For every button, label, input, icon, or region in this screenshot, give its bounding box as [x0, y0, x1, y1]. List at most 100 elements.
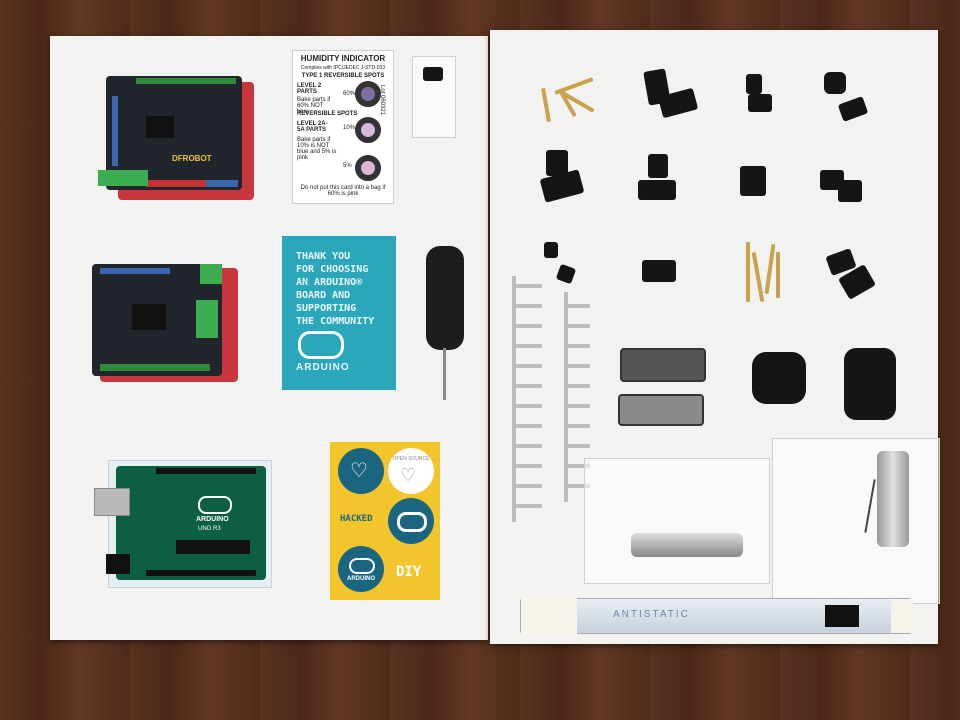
- hacked-label: HACKED: [340, 514, 373, 524]
- terminal: [516, 484, 542, 488]
- terminal: [568, 344, 590, 348]
- tube-end-cap-right: [891, 599, 913, 633]
- thank-you-brand: ARDUINO: [296, 362, 350, 373]
- terminal: [516, 404, 542, 408]
- arduino-logo-icon: [349, 558, 375, 574]
- humidity-title: HUMIDITY INDICATOR: [300, 54, 386, 63]
- header-pins-green: [100, 364, 210, 371]
- header-pins-blue: [112, 96, 118, 166]
- humidity-footer: Do not put this card into a bag if 60% i…: [300, 185, 386, 197]
- bake2-text: Bake parts if 10% is NOT blue and 5% is …: [297, 137, 337, 161]
- chip: [146, 116, 174, 138]
- humidity-spot-60: [355, 81, 381, 107]
- component-bag-sensor: [772, 438, 940, 604]
- pct60-label: 60%: [343, 91, 356, 97]
- terminal: [516, 444, 542, 448]
- header-pins: [156, 468, 256, 474]
- terminal: [568, 324, 590, 328]
- tube-component: [825, 605, 859, 627]
- screwdriver-shaft: [443, 348, 446, 400]
- connector-housing: [748, 94, 772, 112]
- crimp-pin: [764, 243, 776, 295]
- m12-connector: [631, 533, 743, 557]
- humidity-spot-10: [355, 117, 381, 143]
- antistatic-tube: ANTISTATIC: [520, 595, 913, 637]
- small-sensor: [423, 67, 443, 81]
- connector-housing: [638, 180, 676, 200]
- screw-terminal: [200, 264, 222, 284]
- arduino-sticker-label: ARDUINO: [347, 576, 375, 582]
- terminal: [516, 424, 542, 428]
- motor-shield-middle: [92, 264, 222, 376]
- circular-connector: [752, 352, 806, 404]
- dsub-female-connector: [618, 394, 704, 426]
- header-pins: [100, 268, 170, 274]
- terminal-strip-right: [564, 292, 568, 502]
- open-source-sticker: OPEN SOURCE ♡: [388, 448, 434, 494]
- terminal: [516, 504, 542, 508]
- connector-housing: [546, 150, 568, 176]
- pct10-label: 10%: [343, 125, 356, 131]
- tube-label: ANTISTATIC: [613, 609, 690, 620]
- heart-sticker: ♡: [338, 448, 384, 494]
- bake1-text: Bake parts if 60% NOT blue: [297, 97, 331, 115]
- atmega-chip: [176, 540, 250, 554]
- terminal: [568, 424, 590, 428]
- level2-label: LEVEL 2 PARTS: [297, 83, 322, 95]
- screwdriver-handle: [426, 246, 464, 350]
- terminal: [516, 384, 542, 388]
- small-connector: [555, 263, 577, 285]
- arduino-logo-icon: [298, 331, 344, 359]
- screw-terminal: [98, 170, 148, 186]
- uno-brand: ARDUINO: [196, 516, 229, 523]
- humidity-spot-5: [355, 155, 381, 181]
- screw-terminal-2: [196, 300, 218, 338]
- hex-key: [864, 479, 876, 533]
- terminal: [568, 444, 590, 448]
- humidity-type: TYPE 1 REVERSIBLE SPOTS: [301, 73, 385, 79]
- terminal: [568, 464, 590, 468]
- tube-end-cap: [521, 595, 577, 637]
- terminal: [516, 304, 542, 308]
- thank-you-message: THANK YOU FOR CHOOSING AN ARDUINO® BOARD…: [296, 251, 375, 327]
- terminal: [568, 404, 590, 408]
- humidity-indicator-card: HUMIDITY INDICATOR Complies with IPC/JED…: [292, 50, 394, 204]
- terminal: [568, 304, 590, 308]
- heart-outline-icon: ♡: [400, 465, 417, 485]
- level2a-label: LEVEL 2A-5A PARTS: [297, 121, 328, 133]
- right-paper-sheet: ANTISTATIC: [490, 30, 940, 644]
- diy-label: DIY: [396, 564, 422, 580]
- metal-connector: [877, 451, 909, 547]
- humidity-subtitle: Complies with IPC/JEDEC J-STD-033: [300, 65, 386, 71]
- power-jack: [106, 554, 130, 574]
- thank-you-card: THANK YOU FOR CHOOSING AN ARDUINO® BOARD…: [282, 236, 396, 390]
- uno-model: UNO R3: [198, 526, 221, 532]
- terminal: [516, 464, 542, 468]
- motor-driver-chip: [132, 304, 166, 330]
- connector-housing: [746, 74, 762, 94]
- heart-icon: ♡: [350, 460, 368, 482]
- terminal-strip-left: [512, 276, 516, 522]
- arduino-logo-icon: [198, 496, 232, 514]
- dsub-male-connector: [620, 348, 706, 382]
- arduino-symbol-sticker: [388, 498, 434, 544]
- terminal: [568, 484, 590, 488]
- crimp-pin: [751, 252, 765, 302]
- arduino-sticker: ARDUINO: [338, 546, 384, 592]
- circular-connector-plug: [844, 348, 896, 420]
- terminal: [516, 364, 542, 368]
- connector-housing: [824, 72, 846, 94]
- motor-shield-top: DFROBOT: [98, 76, 242, 190]
- crimp-pin: [746, 242, 750, 302]
- connector-housing: [837, 96, 869, 122]
- pct5-label: 5%: [343, 163, 352, 169]
- terminal: [516, 284, 542, 288]
- sticker-sheet: ♡ OPEN SOURCE ♡ HACKED ARDUINO DIY: [330, 442, 440, 600]
- header-pins-bottom: [146, 570, 256, 576]
- terminal: [568, 384, 590, 388]
- header-pins-red: [146, 180, 206, 187]
- terminal: [516, 344, 542, 348]
- header-pins: [136, 78, 236, 84]
- terminal: [568, 364, 590, 368]
- component-bag-m12: [584, 458, 770, 584]
